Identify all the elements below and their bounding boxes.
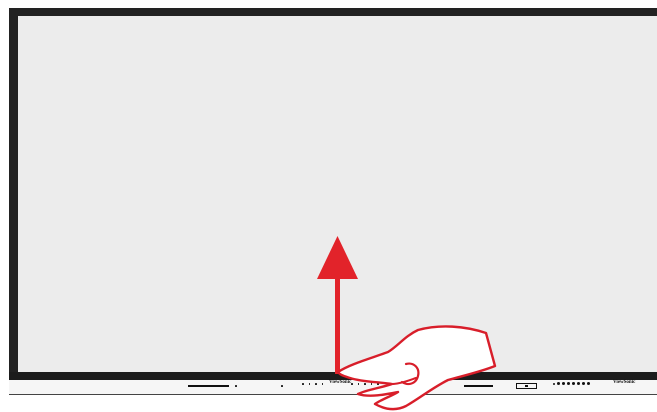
arrow-up-icon [317,236,358,374]
pointing-hand-icon [338,326,495,409]
arrow-head [317,236,358,279]
arrow-shaft [335,270,340,374]
